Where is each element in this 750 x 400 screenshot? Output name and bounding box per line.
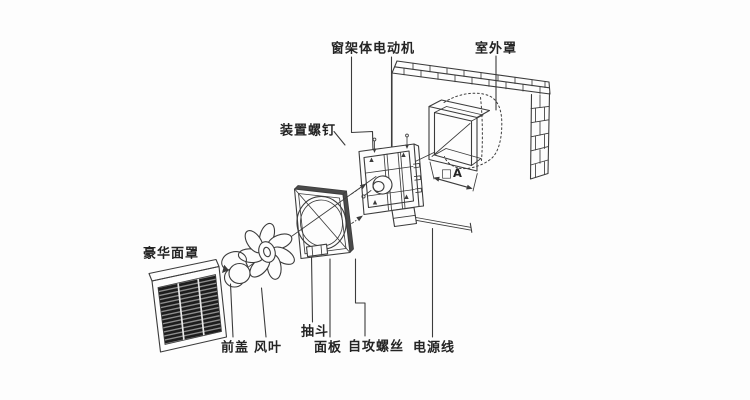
frame-side-edge: [413, 143, 425, 208]
label-window-frame: 窗架体: [330, 40, 374, 56]
fan-petals: [237, 222, 295, 280]
label-front-cap: 前盖: [220, 339, 250, 355]
drawer-tab-lines: [311, 244, 323, 257]
front-cap-face: [228, 262, 251, 285]
leader-mounting-screw: [333, 130, 346, 146]
deluxe-grille: [148, 258, 228, 353]
frame-corner-screw-1: [369, 157, 374, 162]
frame-corner-screw-4: [404, 194, 409, 199]
leader-lines: [229, 55, 497, 338]
label-fan-blade: 风叶: [253, 339, 283, 355]
dimension-extension-lines: [429, 161, 478, 192]
wall-brick-joints-top: [403, 62, 546, 94]
power-cord: [415, 217, 471, 231]
duct-depth-lines: [434, 106, 484, 166]
dimension-arrowhead-left: [433, 176, 440, 182]
leader-drawer: [310, 255, 314, 323]
duct-top-face: [428, 99, 491, 119]
panel-diagonal: [295, 189, 350, 252]
label-dimension-a: □A: [441, 166, 463, 180]
label-self-tapping-screw: 自攻螺丝: [347, 338, 405, 354]
motor: [361, 175, 393, 199]
leader-window-frame: [350, 56, 374, 153]
terminal-box-line: [393, 214, 416, 219]
screw-arrow-head-2: [356, 215, 363, 222]
pin-tip-2: [405, 144, 409, 149]
dimension-a-arrow: [429, 161, 478, 192]
pin-tip-1: [372, 148, 377, 153]
outdoor-cover-edge: [480, 97, 483, 161]
front-cap: [221, 251, 251, 288]
outdoor-cover-body: [443, 92, 503, 170]
frame-corner-screw-3: [372, 200, 378, 205]
outdoor-cover-outline: [443, 92, 503, 170]
wall-brick-joints-right: [530, 94, 550, 179]
grille-louvers: [158, 274, 222, 345]
power-cord-line: [415, 217, 473, 233]
label-mounting-screw: 装置螺钉: [279, 122, 337, 138]
grille-top-strip: [148, 258, 220, 282]
drawer-tab: [305, 243, 329, 258]
grille-border: [157, 274, 222, 345]
pin-head-1: [372, 137, 377, 142]
outdoor-cover-bottom: [444, 156, 458, 169]
label-panel: 面板: [313, 339, 343, 355]
mounting-pins: [372, 133, 409, 153]
motor-shaft: [364, 190, 372, 196]
wall-top-course: [391, 60, 551, 95]
leader-fan-blade: [260, 287, 267, 338]
fan-hub: [258, 241, 276, 263]
window-frame-body: [358, 133, 473, 233]
frame-inner: [363, 150, 415, 209]
label-drawer: 抽斗: [300, 323, 330, 339]
frame-crossbars: [365, 166, 415, 197]
panel: [293, 185, 354, 260]
duct-opening-inner: [433, 111, 473, 167]
label-outdoor-cover: 室外罩: [474, 40, 518, 56]
leader-self-tapping-screw: [354, 258, 366, 337]
frame-corner-screw-2: [401, 152, 406, 157]
fan-hub-hole: [263, 246, 271, 258]
motor-shaft-end: [361, 194, 366, 199]
dimension-line: [434, 177, 472, 189]
label-deluxe-grille: 豪华面罩: [142, 245, 200, 261]
label-power-cord: 电源线: [412, 339, 456, 355]
rotation-arrow-arc: [221, 251, 249, 270]
dimension-arrowhead-right: [466, 184, 473, 190]
power-cord-end: [469, 222, 473, 233]
motor-hub: [372, 180, 385, 193]
pin-head-2: [405, 133, 409, 138]
frame-bosses: [413, 162, 423, 194]
fan-blade: [237, 222, 295, 280]
rotation-arrow-head: [222, 264, 229, 273]
duct-opening-outer: [428, 105, 478, 172]
label-motor: 电动机: [372, 40, 416, 56]
leader-front-cap: [229, 283, 234, 338]
grille-dividers: [177, 277, 205, 342]
duct-diagonal: [431, 123, 471, 157]
